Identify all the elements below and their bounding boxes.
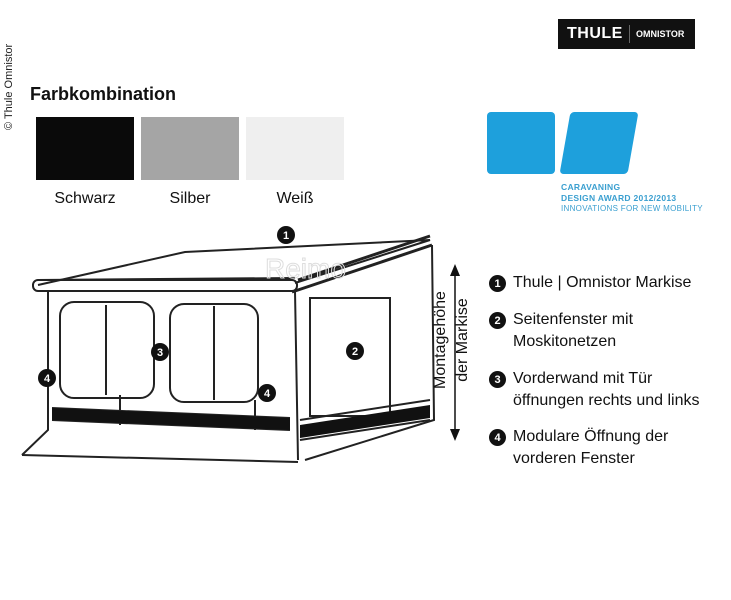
swatch-white xyxy=(246,117,344,180)
legend-text: Moskitonetzen xyxy=(513,333,617,350)
watermark: Reimo xyxy=(265,253,346,284)
award-line3: INNOVATIONS FOR NEW MOBILITY xyxy=(561,204,703,213)
swatch-silver xyxy=(141,117,239,180)
legend-text: öffnungen rechts und links xyxy=(513,392,700,409)
number-badge-icon: 3 xyxy=(489,371,506,388)
swatch-label: Weiß xyxy=(276,190,314,207)
legend-text: Modulare Öffnung der xyxy=(513,428,669,445)
award-line1: CARAVANING xyxy=(561,182,621,192)
legend-text: Vorderwand mit Tür xyxy=(513,370,653,387)
thule-omnistor-logo: THULE OMNISTOR xyxy=(558,19,695,49)
legend-item: 3 Vorderwand mit Tür öffnungen rechts und… xyxy=(489,368,700,412)
legend-text: Seitenfenster mit xyxy=(513,311,634,328)
logo-brand: THULE xyxy=(558,25,630,43)
legend-item: 1 Thule | Omnistor Markise xyxy=(489,272,691,294)
marker-2: 2 xyxy=(352,346,358,358)
number-badge-icon: 1 xyxy=(489,275,506,292)
swatch-black xyxy=(36,117,134,180)
award-line2: DESIGN AWARD 2012/2013 xyxy=(561,193,677,203)
height-label-line: der Markise xyxy=(454,298,471,382)
marker-1: 1 xyxy=(283,230,289,242)
marker-4: 4 xyxy=(44,373,51,385)
number-badge-icon: 2 xyxy=(489,312,506,329)
swatch-label: Silber xyxy=(169,190,211,207)
legend-text: vorderen Fenster xyxy=(513,450,635,467)
color-title: Farbkombination xyxy=(30,84,177,104)
marker-3: 3 xyxy=(157,347,163,359)
mounting-height-label: Montagehöhe der Markise xyxy=(430,270,474,410)
legend-item: 4 Modulare Öffnung der vorderen Fenster xyxy=(489,426,668,470)
logo-sub: OMNISTOR xyxy=(636,29,685,39)
legend-text: Thule | Omnistor Markise xyxy=(513,274,692,291)
number-badge-icon: 4 xyxy=(489,429,506,446)
swatch-label: Schwarz xyxy=(54,190,116,207)
marker-4: 4 xyxy=(264,388,271,400)
height-label-line: Montagehöhe xyxy=(432,291,449,389)
award-logo-left xyxy=(487,112,555,174)
